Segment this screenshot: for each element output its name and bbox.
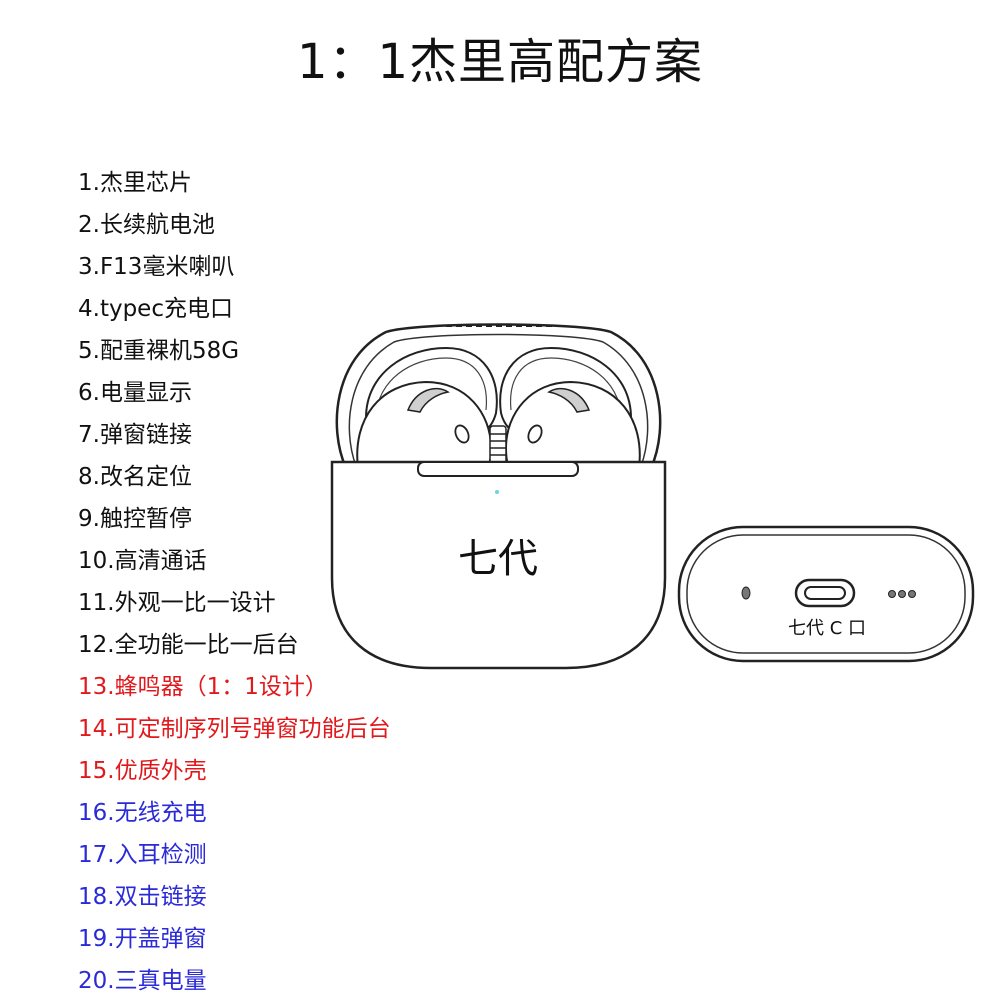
case-body: [330, 460, 667, 670]
page-title: 1：1杰里高配方案: [296, 34, 704, 90]
speaker-holes: [888, 590, 916, 598]
feature-item: 12.全功能一比一后台: [78, 632, 299, 658]
feature-item: 6.电量显示: [78, 380, 192, 406]
case-lid-inner: [348, 333, 649, 467]
case-brand-label: 七代: [458, 536, 538, 582]
left-earbud-sensor: [454, 424, 470, 444]
feature-item: 9.触控暂停: [78, 506, 192, 532]
feature-item: 2.长续航电池: [78, 212, 215, 238]
feature-item: 16.无线充电: [78, 800, 207, 826]
feature-item: 10.高清通话: [78, 548, 207, 574]
earbud-case-illustration: 七代: [330, 323, 667, 670]
feature-item: 3.F13毫米喇叭: [78, 254, 235, 280]
right-earbud-inner: [509, 357, 622, 417]
feature-item: 7.弹窗链接: [78, 422, 192, 448]
left-earbud-grille: [406, 387, 450, 413]
port-label: 七代 C 口: [788, 618, 866, 639]
feature-item: 15.优质外壳: [78, 758, 207, 784]
case-bottom-inner: [686, 534, 966, 654]
feature-item: 5.配重裸机58G: [78, 338, 240, 364]
feature-list: 1.杰里芯片 2.长续航电池 3.F13毫米喇叭 4.typec充电口 5.配重裸机58…: [78, 162, 391, 1002]
hinge-spring: [489, 425, 507, 467]
feature-item: 8.改名定位: [78, 464, 192, 490]
feature-item: 20.三真电量: [78, 968, 207, 994]
right-earbud-grille: [547, 387, 591, 413]
feature-item: 14.可定制序列号弹窗功能后台: [78, 716, 391, 742]
feature-item: 4.typec充电口: [78, 296, 233, 322]
feature-item: 17.入耳检测: [78, 842, 207, 868]
right-earbud-sensor: [527, 424, 543, 444]
feature-item: 1.杰里芯片: [78, 170, 192, 196]
case-led: [495, 490, 499, 494]
case-bottom-illustration: 七代 C 口: [677, 525, 975, 663]
bottom-hole-left: [741, 586, 751, 600]
left-earbud-inner: [375, 357, 488, 417]
feature-item: 18.双击链接: [78, 884, 207, 910]
feature-item: 13.蜂鸣器（1：1设计）: [78, 674, 328, 700]
case-slot: [417, 461, 579, 477]
usb-c-port-inner: [804, 586, 846, 600]
feature-item: 11.外观一比一设计: [78, 590, 276, 616]
feature-item: 19.开盖弹窗: [78, 926, 207, 952]
